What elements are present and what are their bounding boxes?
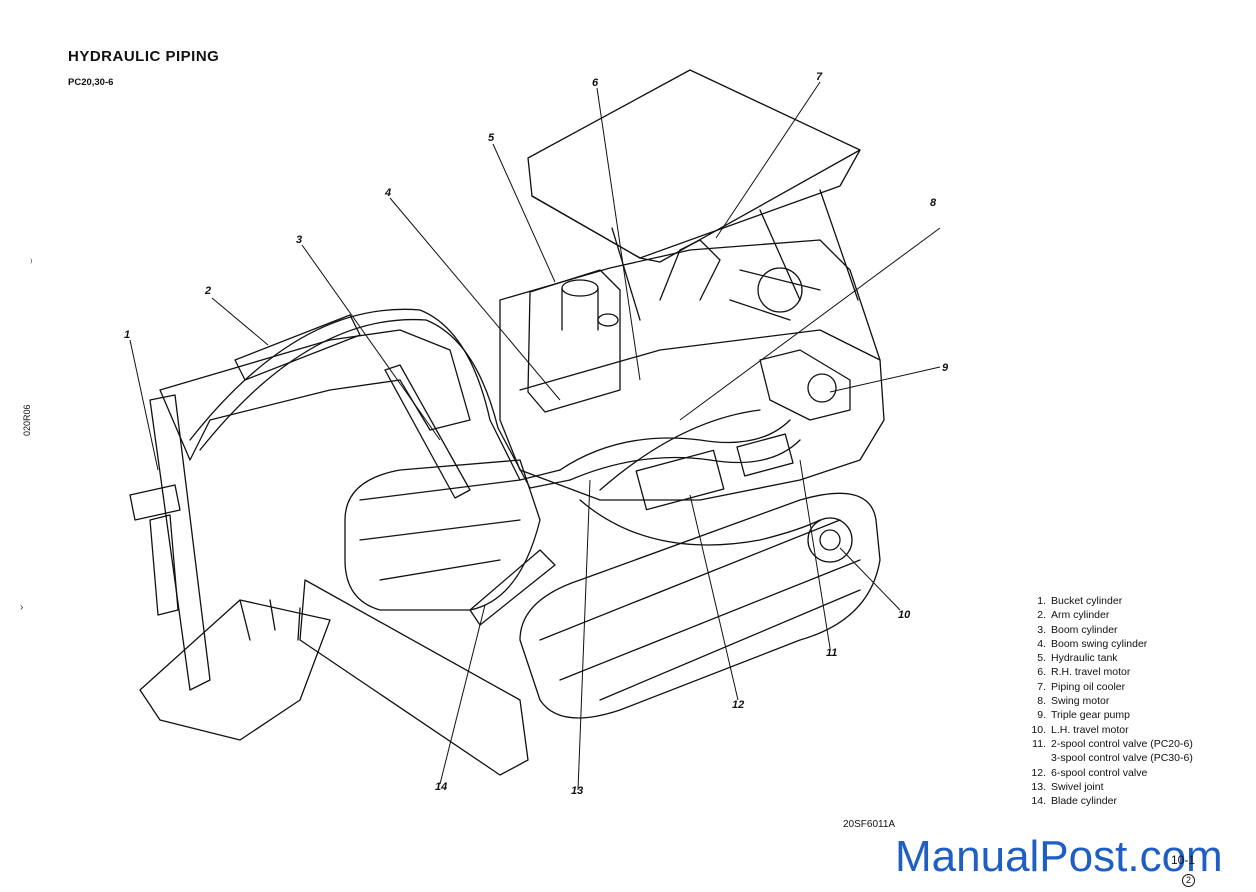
legend-item: 8.Swing motor [1037,695,1110,708]
callout-14: 14 [435,781,447,793]
legend-item: 3.Boom cylinder [1037,623,1118,636]
hydraulic-hose [599,409,761,491]
margin-mark: › [20,602,24,613]
hydraulic-hose [189,308,561,481]
blade-cylinder [469,549,556,626]
callout-12: 12 [732,699,744,711]
two-spool-control-valve [736,433,794,477]
callout-4: 4 [384,187,391,199]
legend-item: 12.6-spool control valve [1031,766,1148,779]
boom [159,329,471,461]
margin-mark: ⁾ [30,258,33,269]
triple-gear-pump [759,349,851,421]
legend-item: 3-spool control valve (PC30-6) [1051,752,1193,765]
legend-item: 14.Blade cylinder [1031,795,1117,808]
page-number: 10-1 [1171,853,1196,867]
legend-item: 7.Piping oil cooler [1037,680,1126,693]
watermark: ManualPost.com [895,832,1223,881]
legend-item: 1.Bucket cylinder [1037,595,1123,607]
legend-item: 6.R.H. travel motor [1037,666,1131,679]
hydraulic-tank [527,269,621,413]
track-right [519,492,881,719]
callout-13: 13 [571,785,583,797]
boom-cylinder [384,364,471,499]
bucket-cylinder [149,514,179,616]
model-subtitle: PC20,30-6 [68,77,114,88]
track-left [344,459,541,611]
hydraulic-hose [559,419,791,471]
legend-item: 9.Triple gear pump [1037,709,1130,722]
callout-1: 1 [124,329,130,341]
callout-8: 8 [930,197,937,209]
callout-5: 5 [488,132,495,144]
callout-3: 3 [296,234,302,246]
callout-7: 7 [816,71,823,83]
canopy-roof [527,69,861,259]
upper-structure [499,239,885,501]
legend-item: 4.Boom swing cylinder [1037,637,1148,650]
figure-code: 20SF6011A [843,819,896,830]
hydraulic-hose [659,239,721,301]
callout-11: 11 [826,647,837,659]
canopy-post [611,189,859,321]
legend-item: 11.2-spool control valve (PC20-6) [1032,737,1193,750]
callout-2: 2 [204,285,211,297]
callout-10: 10 [898,609,911,621]
dozer-blade [299,579,529,776]
hydraulic-hose [199,318,571,489]
legend-item: 13.Swivel joint [1031,780,1104,793]
hydraulic-hose [579,499,821,546]
hydraulic-hose [569,439,801,481]
six-spool-control-valve [635,449,725,511]
callout-6: 6 [592,77,599,89]
page-revision: 2 [1182,874,1195,887]
sprocket [807,517,853,563]
legend-item: 5.Hydraulic tank [1037,652,1118,665]
arm-cylinder [234,314,361,381]
legend-item: 10.L.H. travel motor [1031,723,1129,736]
callout-9: 9 [942,362,949,374]
legend-item: 2.Arm cylinder [1037,609,1110,622]
page-title: HYDRAULIC PIPING [68,48,220,65]
parts-legend: 1.Bucket cylinder 2.Arm cylinder 3.Boom … [1018,594,1193,808]
